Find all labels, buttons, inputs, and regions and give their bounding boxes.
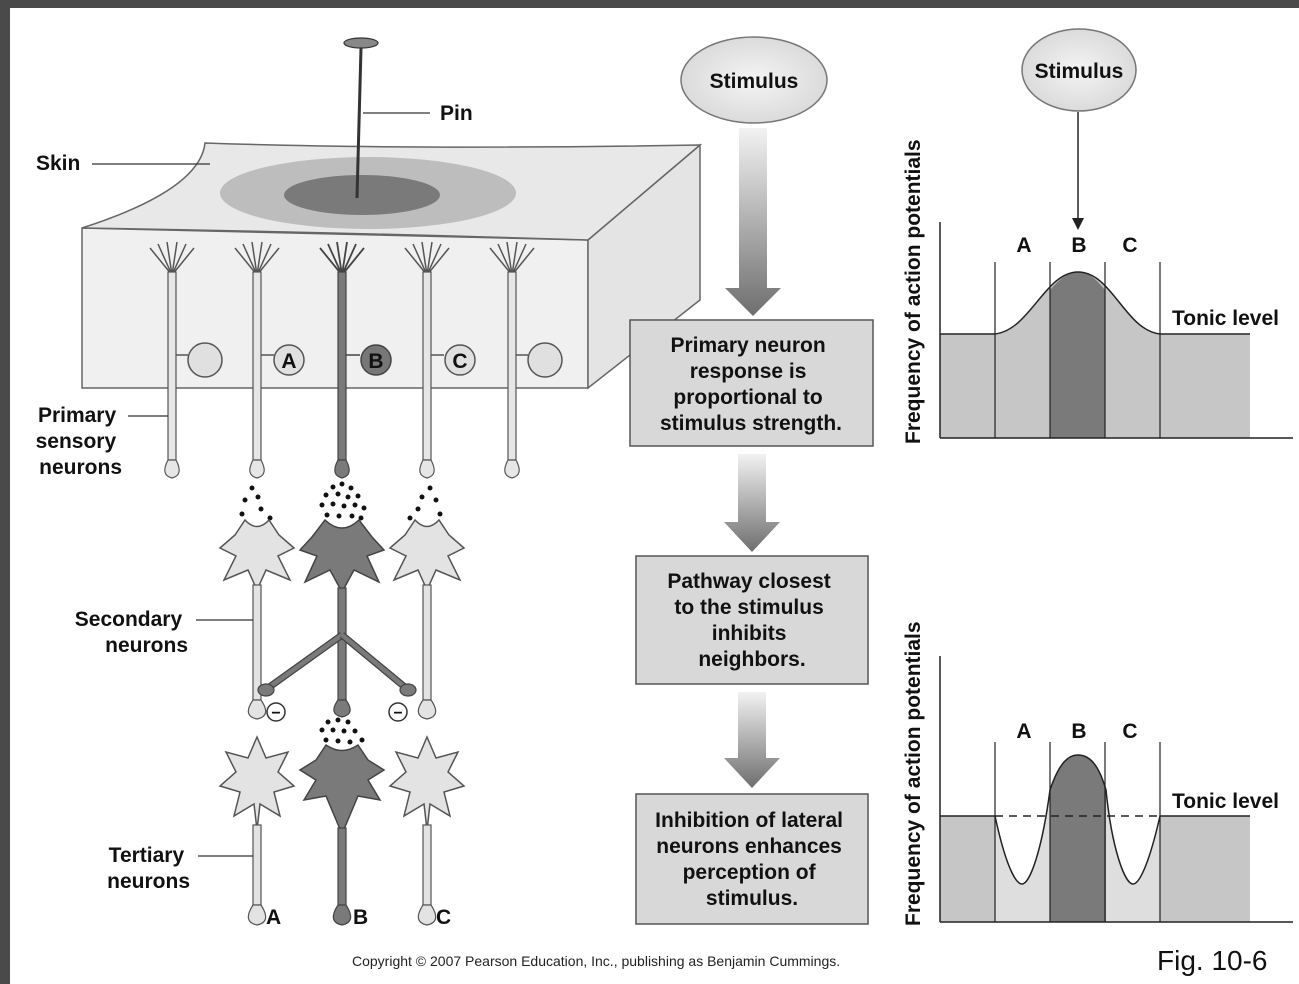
flow-box-pathway-inhibits: [635, 555, 869, 685]
flow-box-primary-response: [629, 319, 874, 447]
graph2-y-label: Frequency of action potentials: [902, 621, 925, 926]
pin: [343, 37, 430, 199]
flow-box-3-text: Inhibition of lateral neurons enhances p…: [655, 809, 849, 910]
tertiary-neurons: [218, 735, 466, 926]
graph1-stimulus-oval: [1021, 28, 1137, 112]
graph1-col-a: A: [1016, 234, 1031, 257]
primary-neuron-c: [404, 241, 476, 479]
graph1: [939, 222, 1293, 439]
graph1-arrowhead: [1072, 218, 1084, 230]
tertiary-label-b: B: [353, 906, 368, 929]
neurotransmitter-dots: [239, 481, 443, 745]
primary-neuron-b: [319, 241, 392, 479]
minus-sign-c: −: [393, 705, 402, 722]
flow-box-1-text: Primary neuron response is proportional …: [660, 334, 842, 435]
flow-box-inhibition-enhances: [635, 793, 869, 925]
tertiary-label-a: A: [266, 906, 281, 929]
flow-arrow-1: [725, 128, 781, 316]
minus-sign-a: −: [271, 705, 280, 722]
tertiary-label-c: C: [436, 906, 451, 929]
flow-box-2-text: Pathway closest to the stimulus inhibits…: [667, 570, 836, 671]
stimulus-oval: [680, 36, 828, 124]
graph2-col-a: A: [1016, 720, 1031, 743]
graph1-y-label: Frequency of action potentials: [902, 139, 925, 444]
graph2-a-band: [995, 790, 1050, 922]
graph2-curve: [940, 754, 1250, 885]
graph2: [939, 656, 1293, 923]
tertiary-neuron-c: [388, 735, 466, 926]
graph2-tonic-label: Tonic level: [1172, 790, 1279, 813]
primary-neuron-1: [149, 241, 223, 479]
secondary-neurons-label: Secondary neurons: [75, 608, 188, 657]
stimulus-label: Stimulus: [710, 70, 799, 93]
graph2-c-band: [1106, 790, 1160, 922]
primary-neurons: [149, 241, 563, 479]
neuron-b-badge-label: B: [368, 350, 383, 373]
primary-neuron-a: [234, 241, 305, 479]
inhibitory-synapse-a: [266, 702, 286, 722]
graph2-col-c: C: [1122, 720, 1137, 743]
graph1-b-band: [1050, 272, 1105, 438]
tertiary-neuron-b: [298, 743, 386, 926]
graph1-curve: [940, 271, 1250, 335]
secondary-neurons: [218, 518, 466, 722]
tertiary-neurons-label: Tertiary neurons: [107, 844, 190, 893]
graph2-b-band: [1050, 755, 1106, 922]
inhibitory-synapse-c: [388, 702, 408, 722]
neuron-c-badge-label: C: [452, 350, 467, 373]
stimulus-field-inner: [284, 175, 440, 215]
graph1-tonic-label: Tonic level: [1172, 307, 1279, 330]
graph1-col-c: C: [1122, 234, 1137, 257]
primary-neuron-5: [489, 241, 563, 479]
secondary-neuron-b: [257, 518, 417, 718]
flow-arrow-2: [724, 454, 780, 552]
secondary-neuron-a: [218, 518, 296, 720]
neuron-a-badge-label: A: [281, 350, 296, 373]
primary-neurons-label: Primary sensory neurons: [36, 404, 122, 479]
copyright-text: Copyright © 2007 Pearson Education, Inc.…: [352, 953, 840, 969]
flow-arrow-3: [724, 692, 780, 788]
tertiary-neuron-a: [218, 735, 296, 926]
graph1-stimulus-label: Stimulus: [1035, 60, 1124, 83]
figure-number: Fig. 10-6: [1157, 945, 1268, 976]
graph1-col-b: B: [1071, 234, 1086, 257]
skin-label: Skin: [36, 152, 80, 175]
secondary-neuron-c: [388, 518, 466, 720]
graph2-col-b: B: [1071, 720, 1086, 743]
pin-label: Pin: [440, 102, 473, 125]
